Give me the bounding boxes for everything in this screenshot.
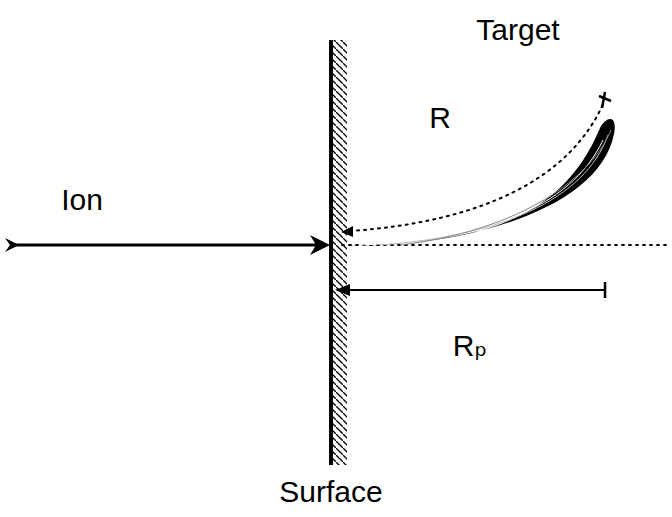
- target-label: Target: [476, 15, 559, 45]
- range-path: [350, 102, 604, 231]
- ion-arrow-tail: [5, 238, 19, 252]
- surface-hatching: [333, 40, 347, 465]
- projected-range-tick: [604, 282, 607, 298]
- range-arrowhead: [341, 226, 353, 237]
- trajectory-line: [380, 135, 608, 245]
- projected-range-label: Rₚ: [453, 331, 488, 361]
- range-label: R: [429, 103, 451, 133]
- surface-label: Surface: [279, 477, 382, 507]
- projected-range-line: [345, 289, 605, 291]
- range-tick: [599, 92, 611, 108]
- ion-arrow-shaft: [10, 244, 322, 247]
- ion-label: Ion: [61, 185, 103, 215]
- trajectory-line: [400, 130, 611, 245]
- projected-range-arrowhead: [335, 284, 350, 296]
- ion-arrow-head: [310, 235, 330, 255]
- surface-line: [329, 40, 333, 465]
